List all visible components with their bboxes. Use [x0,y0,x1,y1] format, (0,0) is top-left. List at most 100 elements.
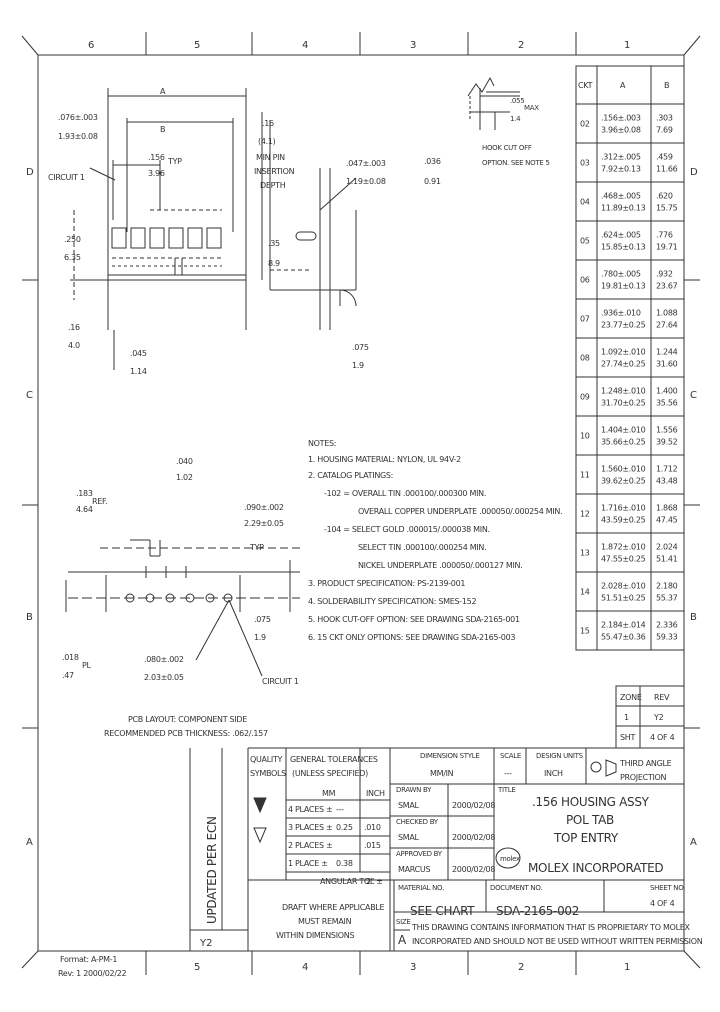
title-block-grid [189,685,685,951]
zone-label: 5 [194,40,200,51]
zone-label: 1 [624,962,630,973]
dim-text: 6.35 [64,253,81,262]
chart-header-ckt: CKT [578,81,593,90]
dim-text: .183 [76,489,93,498]
tb-document-val: SDA-2165-002 [496,904,579,918]
side-view [261,112,357,330]
tb-places-val: 0.25 [336,823,353,832]
chart-cell-b-inch: 1.088 [656,309,678,318]
zone-label: A [690,837,697,848]
chart-cell-ckt: 06 [580,276,590,285]
chart-cell-b-mm: 51.41 [656,555,678,564]
chart-header-b: B [664,81,669,90]
rev-table-cell: Y2 [653,713,664,722]
top-view [70,88,247,370]
chart-cell-ckt: 14 [580,588,590,597]
dim-text: .090±.002 [244,503,284,512]
tb-proprietary-2: INCORPORATED AND SHOULD NOT BE USED WITH… [412,937,703,946]
chart-cell-b-inch: .459 [656,153,673,162]
zone-label: C [690,390,697,401]
note-line: 6. 15 CKT ONLY OPTIONS: SEE DRAWING SDA-… [308,633,515,642]
chart-cell-a-inch: 1.092±.010 [601,348,646,357]
tb-approved-name: MARCUS [398,865,430,874]
tb-material-label: MATERIAL NO. [398,884,444,892]
chart-cell-b-mm: 59.33 [656,633,678,642]
chart-cell-b-mm: 39.52 [656,438,678,447]
chart-cell-a-inch: 1.872±.010 [601,543,646,552]
zone-label: 2 [518,962,524,973]
chart-cell-a-mm: 7.92±0.13 [601,165,641,174]
note-line: 3. PRODUCT SPECIFICATION: PS-2139-001 [308,579,465,588]
chart-cell-a-mm: 27.74±0.25 [601,360,646,369]
chart-cell-b-inch: 1.556 [656,426,678,435]
chart-cell-a-mm: 19.81±0.13 [601,282,646,291]
chart-cell-b-inch: 1.712 [656,465,678,474]
chart-cell-a-inch: 1.560±.010 [601,465,646,474]
zone-label: 3 [410,962,416,973]
dim-text: 1.4 [510,115,521,123]
chart-cell-b-mm: 35.56 [656,399,678,408]
tb-drawn-label: DRAWN BY [396,786,432,794]
tb-approved-label: APPROVED BY [396,850,443,858]
dim-a: A [160,87,166,96]
note-line: 5. HOOK CUT-OFF OPTION: SEE DRAWING SDA-… [308,615,520,624]
dim-text: .036 [424,157,441,166]
tb-company: MOLEX INCORPORATED [528,861,663,875]
dim-text: 1.02 [176,473,193,482]
chart-cell-b-inch: .776 [656,231,673,240]
chart-rows: 02.156±.0033.96±0.08.3037.6903.312±.0057… [580,114,678,642]
dim-text: .16 [68,323,80,332]
dim-text: TYP [167,157,182,166]
chart-cell-b-inch: 1.244 [656,348,678,357]
tb-angular-val: 2° [366,877,375,886]
chart-cell-b-inch: 2.024 [656,543,678,552]
tb-mm: MM [322,789,336,798]
tb-places: 2 PLACES ± [288,841,332,850]
tb-logo: molex [500,855,520,863]
dim-text: HOOK CUT OFF [482,144,532,152]
chart-cell-b-mm: 27.64 [656,321,678,330]
dim-text: .045 [130,349,147,358]
chart-cell-ckt: 08 [580,354,590,363]
chart-cell-a-inch: .624±.005 [601,231,641,240]
dim-text: .018 [62,653,79,662]
tb-document-label: DOCUMENT NO. [490,884,542,892]
tb-units-val: INCH [544,769,563,778]
chart-cell-a-inch: .780±.005 [601,270,641,279]
tb-title-label: TITLE [497,786,515,794]
chart-cell-ckt: 10 [580,432,590,441]
tb-metric-note: DRAFT WHERE APPLICABLE [282,903,385,912]
tb-angular: ANGULAR TOL ± [320,877,383,886]
tb-ecn-updated: UPDATED PER ECN [205,816,219,924]
chart-cell-b-mm: 11.66 [656,165,678,174]
tb-title-3: TOP ENTRY [553,831,619,845]
dim-text: 1.9 [352,361,364,370]
tb-scale-val: --- [504,769,512,778]
zone-label: 5 [194,962,200,973]
corner-tick [21,950,39,969]
note-line: -102 = OVERALL TIN .000100/.000300 MIN. [324,489,486,498]
chart-cell-b-inch: .620 [656,192,673,201]
tb-places-val: .010 [364,823,381,832]
chart-cell-a-mm: 35.66±0.25 [601,438,646,447]
dim-text: 1.93±0.08 [58,132,98,141]
tb-places-val: 0.38 [336,859,353,868]
dim-text: 2.29±0.05 [244,519,284,528]
chart-cell-a-inch: 1.404±.010 [601,426,646,435]
chart-cell-b-inch: 1.400 [656,387,678,396]
chart-cell-b-mm: 43.48 [656,477,678,486]
chart-cell-a-inch: .156±.003 [601,114,641,123]
zone-label: D [26,167,34,178]
chart-cell-ckt: 05 [580,237,590,246]
chart-cell-a-mm: 51.51±0.25 [601,594,646,603]
tb-general-tol: GENERAL TOLERANCES [290,755,378,764]
chart-cell-b-inch: 1.868 [656,504,678,513]
chart-cell-a-mm: 47.55±0.25 [601,555,646,564]
footer-revision: Rev: 1 2000/02/22 [58,969,127,978]
chart-cell-ckt: 15 [580,627,590,636]
tb-title-2: POL TAB [566,813,614,827]
chart-cell-a-mm: 55.47±0.36 [601,633,646,642]
note-line: SELECT TIN .000100/.000254 MIN. [358,543,486,552]
